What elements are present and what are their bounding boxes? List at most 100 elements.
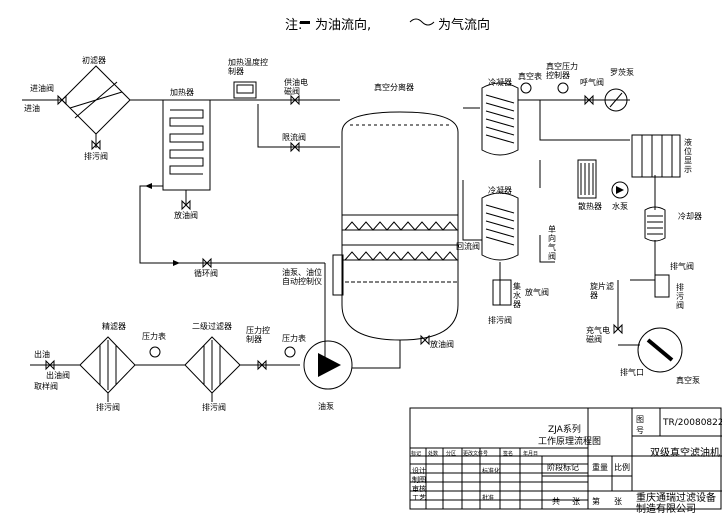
tb-sheet-total: 共 [552, 497, 560, 506]
label-water-tank: 液位显示 [684, 138, 692, 174]
pressure-gauge-2 [284, 346, 296, 358]
water-tank-fins [641, 135, 673, 177]
roots-pump-shape [604, 88, 628, 112]
legend-gas: 为气流向 [438, 18, 491, 33]
oil-flow-legend-mark [300, 21, 310, 24]
tb-scale: 比例 [614, 463, 630, 472]
tb-series: ZJA系列 [548, 425, 581, 435]
tb-company: 重庆通瑞过滤设备制造有限公司 [636, 493, 716, 515]
bypass-valve [290, 141, 300, 153]
tb-role-review: 审核 [412, 485, 426, 493]
separator-packing-2 [344, 251, 458, 261]
separator-packing-1 [344, 221, 458, 231]
breather-valve [584, 94, 594, 106]
label-oil-inlet-valve: 进油阀 [30, 84, 54, 93]
oil-pump-arrow [318, 353, 341, 377]
label-heater: 加热器 [170, 88, 194, 97]
tb-sheet-total-suffix: 张 [572, 497, 580, 506]
water-pump-shape [611, 181, 629, 199]
radiator-shape [577, 159, 597, 199]
cooler-coil [647, 215, 663, 235]
pressure-gauge-1 [149, 346, 161, 358]
circulation-valve [202, 257, 212, 269]
label-fine-drain: 排污阀 [96, 403, 120, 412]
label-intermediate-tank: 旋片滤器 [590, 282, 614, 300]
tb-rev-3: 分区 [446, 451, 457, 457]
cooler-out [630, 240, 656, 281]
label-water-separator: 集水器 [513, 282, 521, 309]
outlet-valve [45, 359, 55, 371]
tb-weight: 重量 [592, 463, 608, 472]
label-pressure-controller: 压力控制器 [246, 326, 270, 344]
separator-drain [352, 340, 401, 369]
fine-filter-elements [99, 340, 117, 390]
label-breather-valve: 呼气阀 [580, 78, 604, 87]
title-block-grid [409, 407, 722, 510]
pressure-control-valve [257, 359, 267, 371]
tb-role-approve: 批准 [482, 495, 495, 502]
roots-pump-rotor [609, 92, 623, 108]
flow-arrow-1 [145, 183, 152, 189]
label-vacuum-gauge: 真空表 [518, 72, 542, 81]
condenser-1-shape [481, 82, 519, 156]
water-tank-shape [631, 134, 681, 178]
label-separator: 真空分离器 [374, 83, 414, 92]
tb-rev-1: 标记 [411, 451, 422, 457]
water-trap-shape [492, 279, 512, 306]
cooler-shape [644, 206, 666, 242]
label-gas-valve: 充气电磁阀 [586, 326, 610, 344]
label-exhaust-valve2: 排气阀 [670, 262, 694, 271]
gas-pipe-3 [539, 100, 630, 141]
label-bleed-valve: 排污阀 [676, 283, 684, 310]
condenser-2-shape [481, 192, 519, 261]
cond2-out [539, 235, 555, 263]
label-water-pump: 水泵 [612, 202, 628, 211]
flow-arrow-2 [173, 260, 180, 266]
tb-role-draw: 制图 [412, 476, 426, 484]
vacuum-gauge-dial [520, 82, 532, 94]
vacuum-separator-shape [341, 111, 459, 341]
tb-rev-2: 处数 [428, 451, 439, 457]
tb-role-design: 设计 [412, 467, 426, 475]
tb-stage-mark: 阶段标记 [547, 463, 579, 472]
gas-flow-legend-mark [409, 18, 435, 26]
label-pressure-gauge-1: 压力表 [142, 332, 166, 341]
vacuum-pump-shape [637, 327, 683, 373]
label-bypass-valve: 限流阀 [282, 133, 306, 142]
tb-role-process: 工艺 [412, 494, 426, 502]
initial-drain-valve [91, 139, 101, 151]
label-level-control: 油泵、油位自动控制仪 [282, 268, 322, 286]
legend-prefix: 注: [285, 18, 303, 33]
label-reflux-valve: 回流阀 [456, 242, 480, 251]
label-sample-valve: 取样阀 [34, 382, 58, 391]
tb-rev-5: 签名 [503, 451, 514, 457]
label-secondary-filter: 二级过滤器 [192, 322, 232, 331]
oil-pump-shape [303, 340, 353, 390]
fine-filter-shape [79, 336, 136, 394]
initial-filter-shape [61, 65, 131, 135]
condenser-1-coil [485, 94, 515, 144]
separator-bed [342, 214, 458, 231]
tb-rev-6: 年月日 [523, 451, 539, 457]
label-condenser-2: 冷凝器 [488, 186, 512, 195]
heater-drain-valve [181, 199, 191, 211]
label-cooling-fan: 散热器 [578, 202, 602, 211]
label-outlet-valve: 出油阀 [46, 371, 70, 380]
label-secondary-drain: 排污阀 [202, 403, 226, 412]
temp-controller-screen [236, 84, 254, 94]
label-exhaust-port: 排气口 [620, 368, 644, 377]
label-roots-pump: 罗茨泵 [610, 68, 634, 77]
secondary-filter-shape [184, 336, 241, 394]
tb-drawing-no: TR/20080822 [663, 418, 722, 428]
oil-pipe-1 [130, 99, 325, 264]
label-one-way-valve: 单向气阀 [548, 225, 556, 261]
label-temp-controller: 加热温度控制器 [228, 58, 268, 76]
label-pressure-gauge-2: 压力表 [282, 334, 306, 343]
condenser-2-coil [485, 204, 515, 246]
label-separator-drain: 放油阀 [430, 340, 454, 349]
vacuum-pressure-dial [557, 82, 569, 94]
gas-solenoid-valve [613, 323, 623, 335]
inlet-valve [57, 94, 67, 106]
tb-sheet-page: 第 [592, 497, 600, 506]
